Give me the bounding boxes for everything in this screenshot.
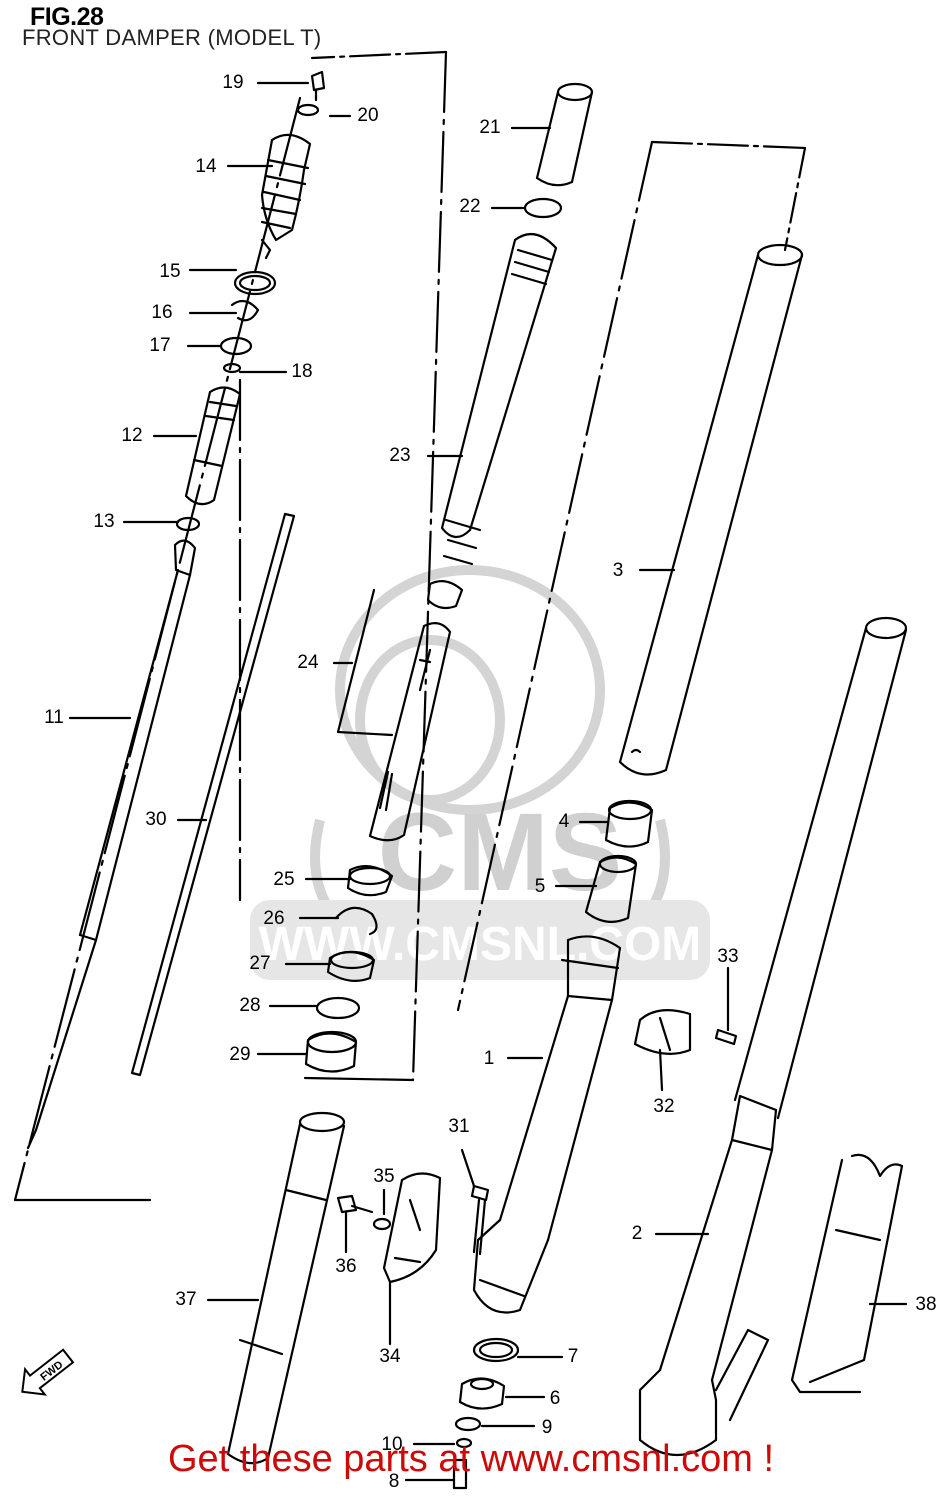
- callout-21: 21: [479, 117, 500, 138]
- callout-15: 15: [159, 261, 180, 282]
- callout-4: 4: [559, 811, 570, 832]
- figure-number: FIG.28: [30, 3, 104, 31]
- callout-27: 27: [249, 953, 270, 974]
- callout-37: 37: [175, 1289, 196, 1310]
- callout-9: 9: [542, 1417, 553, 1438]
- callout-10: 10: [381, 1434, 402, 1455]
- fwd-arrow-icon: FWD: [21, 1348, 75, 1396]
- callout-13: 13: [93, 511, 114, 532]
- callout-32: 32: [653, 1096, 674, 1117]
- callout-6: 6: [550, 1388, 561, 1409]
- callout-31: 31: [448, 1116, 469, 1137]
- callout-1: 1: [484, 1048, 495, 1069]
- callout-17: 17: [149, 335, 170, 356]
- callout-22: 22: [459, 196, 480, 217]
- callout-23: 23: [389, 445, 410, 466]
- callout-5: 5: [535, 876, 546, 897]
- figure-subtitle: FRONT DAMPER (MODEL T): [22, 25, 322, 50]
- callout-35: 35: [373, 1166, 394, 1187]
- callout-36: 36: [335, 1256, 356, 1277]
- callout-12: 12: [121, 425, 142, 446]
- footer-link[interactable]: Get these parts at www.cmsnl.com !: [167, 1438, 775, 1480]
- callout-14: 14: [195, 156, 217, 177]
- callout-33: 33: [717, 946, 738, 967]
- callout-2: 2: [632, 1223, 643, 1244]
- callout-28: 28: [239, 995, 260, 1016]
- callout-11: 11: [44, 707, 64, 728]
- callout-24: 24: [297, 652, 319, 673]
- callout-7: 7: [568, 1346, 579, 1367]
- callout-26: 26: [263, 908, 284, 929]
- callout-30: 30: [145, 809, 166, 830]
- callout-38: 38: [915, 1294, 936, 1315]
- callout-16: 16: [151, 302, 172, 323]
- callout-3: 3: [613, 560, 624, 581]
- callout-34: 34: [379, 1346, 401, 1367]
- callout-18: 18: [291, 361, 312, 382]
- callout-29: 29: [229, 1044, 250, 1065]
- callout-20: 20: [357, 105, 378, 126]
- callout-8: 8: [389, 1471, 400, 1492]
- callout-25: 25: [273, 869, 294, 890]
- callout-19: 19: [222, 72, 243, 93]
